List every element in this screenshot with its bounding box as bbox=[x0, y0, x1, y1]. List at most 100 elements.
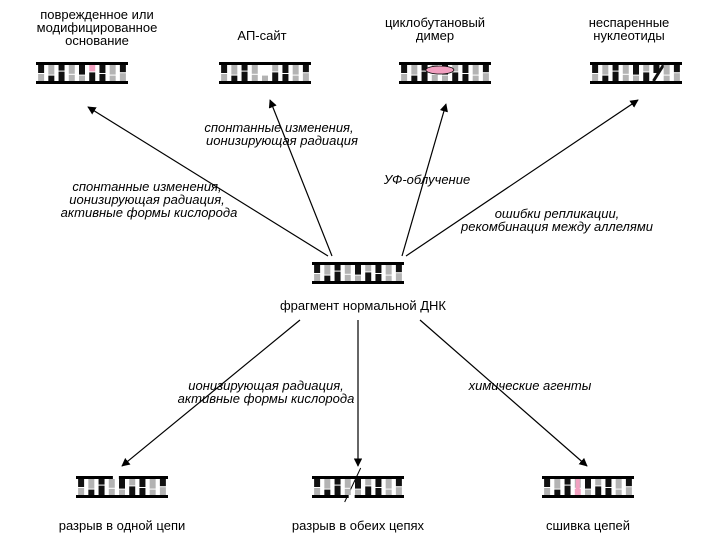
base-bottom bbox=[633, 75, 639, 81]
base-bottom bbox=[38, 74, 45, 81]
base-bottom bbox=[324, 275, 331, 281]
base-top bbox=[612, 65, 619, 71]
label-unpaired-nucleotides-line1: неспаренные bbox=[589, 15, 670, 30]
base-top bbox=[411, 65, 418, 75]
base-bottom bbox=[334, 485, 341, 495]
label-cyclobutane-dimer-line1: циклобутановый bbox=[385, 15, 485, 30]
base-top bbox=[585, 479, 591, 489]
base-top bbox=[622, 65, 629, 74]
label-crosslink: сшивка цепей bbox=[546, 518, 630, 533]
base-top bbox=[595, 479, 602, 486]
base-top bbox=[421, 65, 428, 71]
base-bottom bbox=[231, 75, 238, 81]
base-bottom bbox=[302, 73, 309, 81]
base-top bbox=[282, 65, 289, 73]
base-top bbox=[385, 265, 392, 275]
dna-double-strand-break bbox=[312, 467, 404, 503]
cause-spontaneous-ionizing-line1: спонтанные изменения, bbox=[204, 120, 353, 135]
base-top bbox=[88, 479, 95, 489]
base-top bbox=[334, 479, 341, 485]
cause-spontaneous-ionizing-ros-line3: активные формы кислорода bbox=[61, 205, 238, 220]
base-bottom bbox=[68, 74, 75, 81]
base-top bbox=[462, 65, 469, 73]
base-top bbox=[554, 479, 561, 489]
base-top bbox=[482, 65, 489, 73]
label-unpaired-nucleotides-line2: нуклеотиды bbox=[593, 28, 664, 43]
base-top bbox=[375, 265, 382, 273]
base-top bbox=[79, 65, 85, 75]
base-top bbox=[395, 479, 402, 487]
base-top bbox=[334, 265, 341, 271]
base-top bbox=[355, 479, 361, 489]
break-line bbox=[344, 467, 362, 503]
backbone-bottom bbox=[312, 495, 349, 498]
base-top bbox=[272, 65, 279, 72]
base-bottom bbox=[282, 74, 289, 81]
cause-uv: УФ-облучение bbox=[383, 172, 470, 187]
base-top bbox=[355, 265, 361, 275]
dna-crosslink bbox=[542, 476, 634, 498]
label-ap-site-line1: АП-сайт bbox=[237, 28, 286, 43]
label-damaged-base-line1: поврежденное или bbox=[40, 7, 154, 22]
backbone-top bbox=[399, 62, 491, 65]
base-top bbox=[251, 65, 258, 74]
base-top bbox=[625, 479, 632, 487]
base-bottom bbox=[355, 489, 361, 495]
base-bottom bbox=[109, 75, 116, 81]
base-bottom bbox=[585, 489, 591, 495]
base-top bbox=[643, 65, 650, 72]
base-bottom bbox=[98, 485, 105, 495]
label-damaged-base-line3: основание bbox=[65, 33, 129, 48]
base-top bbox=[292, 65, 299, 75]
base-bottom bbox=[564, 485, 571, 495]
arrow-to-unpaired-nucleotides bbox=[405, 99, 639, 257]
base-bottom bbox=[395, 487, 402, 495]
base-bottom bbox=[108, 488, 115, 495]
cause-replication-errors: ошибки репликации, рекомбинация между ал… bbox=[460, 206, 653, 234]
base-bottom bbox=[442, 75, 448, 81]
dna-damaged-base bbox=[36, 62, 128, 84]
cause-ionizing-ros-line2: активные формы кислорода bbox=[178, 391, 355, 406]
base-bottom bbox=[272, 72, 279, 81]
base-bottom bbox=[462, 74, 469, 81]
base-top bbox=[344, 479, 351, 488]
base-bottom bbox=[652, 64, 665, 82]
label-cyclobutane-dimer-line2: димер bbox=[416, 28, 454, 43]
cause-chemical-agents: химические агенты bbox=[468, 378, 592, 393]
base-bottom bbox=[314, 488, 321, 495]
base-bottom bbox=[99, 74, 106, 81]
cause-uv-line1: УФ-облучение bbox=[383, 172, 470, 187]
base-top bbox=[314, 479, 321, 487]
base-bottom bbox=[592, 74, 599, 81]
base-bottom bbox=[149, 489, 156, 495]
base-bottom bbox=[411, 75, 418, 81]
arrow-to-damaged-base bbox=[87, 106, 329, 257]
base-bottom bbox=[129, 486, 136, 495]
base-bottom bbox=[89, 72, 96, 81]
base-bottom bbox=[482, 73, 489, 81]
base-bottom bbox=[625, 487, 632, 495]
backbone-bottom bbox=[76, 495, 168, 498]
backbone-top bbox=[312, 476, 404, 479]
base-top bbox=[99, 65, 106, 73]
base-top bbox=[68, 65, 75, 74]
arrow-to-single-strand-break bbox=[121, 319, 301, 467]
cause-spontaneous-ionizing-ros-line1: спонтанные изменения, bbox=[72, 179, 221, 194]
dna-ap-site bbox=[219, 62, 311, 84]
base-top bbox=[38, 65, 45, 73]
base-top bbox=[58, 65, 65, 71]
label-ap-site: АП-сайт bbox=[237, 28, 286, 43]
base-top bbox=[149, 479, 156, 489]
base-bottom bbox=[334, 271, 341, 281]
label-unpaired-nucleotides: неспаренные нуклеотиды bbox=[589, 15, 670, 43]
cause-chemical-agents-line1: химические агенты bbox=[468, 378, 592, 393]
base-top bbox=[314, 265, 321, 273]
arrow-to-ap-site bbox=[268, 99, 333, 257]
crosslink-mark bbox=[575, 479, 580, 495]
base-bottom bbox=[612, 71, 619, 81]
base-bottom bbox=[375, 488, 382, 495]
base-top bbox=[401, 65, 408, 73]
base-bottom bbox=[673, 73, 680, 81]
base-top bbox=[231, 65, 238, 75]
base-top bbox=[324, 265, 331, 275]
